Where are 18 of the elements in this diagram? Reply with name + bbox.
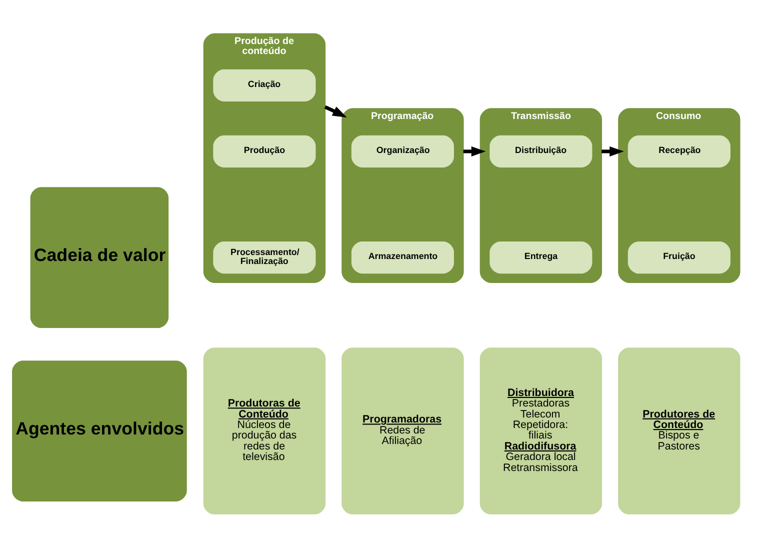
node-box: Cadeia de valor — [30, 186, 169, 328]
node-box: Produtoras de Conteúdo Núcleos de produção das redes de televisão — [203, 347, 326, 514]
node-box: Produção — [213, 134, 316, 167]
node-box: Programadoras Redes de Afiliação — [342, 347, 464, 514]
node-box: Fruição — [628, 241, 730, 274]
node-box: Criação — [213, 68, 316, 101]
arrow — [463, 146, 486, 156]
node-box: Entrega — [490, 241, 592, 274]
node-box: Organização — [351, 134, 454, 167]
arrow — [602, 146, 624, 156]
node-box: Agentes envolvidos — [12, 360, 187, 501]
node-box: Distribuição — [490, 134, 592, 167]
node-box: Distribuidora Prestadoras Telecom Repetidora: filiais Radiodifusora Geradora local Retransmissora — [480, 347, 602, 514]
arrow — [324, 104, 347, 117]
node-box: Produtores de Conteúdo Bispos e Pastores — [618, 347, 740, 514]
node-box: Processamento/ Finalização — [213, 241, 316, 274]
node-box: Recepção — [628, 134, 730, 167]
node-box: Armazenamento — [351, 241, 454, 274]
